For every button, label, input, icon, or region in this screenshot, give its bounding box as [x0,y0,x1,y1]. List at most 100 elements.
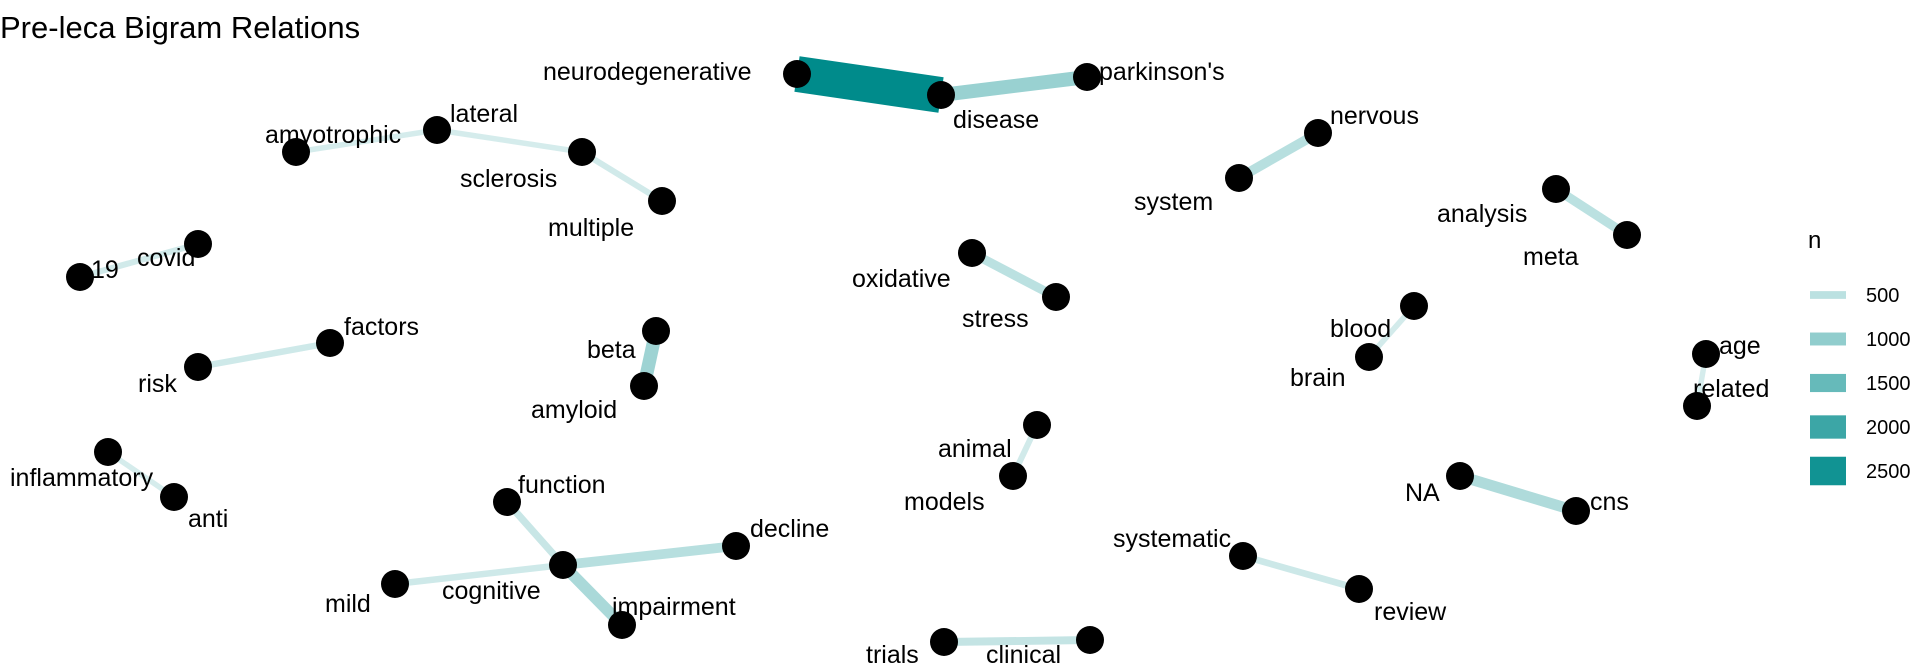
node-lateral [423,116,451,144]
node-label-age: age [1719,332,1761,360]
edge-neurodegenerative-disease [794,56,944,113]
node-trials [930,628,958,656]
node-risk [184,353,212,381]
node-mild [381,570,409,598]
legend-label-2000: 2000 [1866,417,1911,439]
node-label-parkinsons: parkinson's [1099,58,1225,86]
legend-swatch-1500 [1810,373,1846,393]
edge-cognitive-impairment [558,560,627,630]
node-label-neurodegenerative: neurodegenerative [543,58,752,86]
nodes-layer [66,60,1720,656]
node-cns [1562,497,1590,525]
node-label-systematic: systematic [1113,525,1231,553]
node-systematic [1229,542,1257,570]
legend-label-1500: 1500 [1866,373,1911,395]
node-age [1692,340,1720,368]
node-analysis [1542,175,1570,203]
node-label-nervous: nervous [1330,102,1419,130]
node-label-oxidative: oxidative [852,265,951,293]
node-related [1683,392,1711,420]
node-system [1225,164,1253,192]
node-function [493,488,521,516]
edge-covid-n19 [79,241,199,280]
node-label-risk: risk [138,370,177,398]
node-covid [184,230,212,258]
edge-multiple-sclerosis [580,149,664,204]
node-factors [316,329,344,357]
node-animal [1023,411,1051,439]
node-meta [1613,221,1641,249]
edge-parkinsons-disease [940,70,1088,102]
page-title: Pre-leca Bigram Relations [0,10,360,45]
labels-layer: neurodegenerative disease parkinson's amyot… [10,58,1769,669]
edge-systematic-review [1242,552,1360,593]
node-label-animal: animal [938,435,1012,463]
edge-oxidative-stress [969,248,1059,302]
node-label-na: NA [1405,479,1440,507]
legend-entries: 500 1000 1500 2000 2500 [1810,278,1911,488]
node-disease [927,81,955,109]
legend-swatch-500 [1810,291,1846,299]
node-label-meta: meta [1523,243,1579,271]
edge-clinical-trials [943,636,1091,646]
legend-label-2500: 2500 [1866,461,1911,483]
legend-label-500: 500 [1866,285,1899,307]
node-label-mild: mild [325,590,371,618]
edge-mild-cognitive [394,561,564,588]
legend-swatch-1000 [1810,332,1846,346]
node-label-related: related [1693,375,1769,403]
edge-nervous-system [1236,128,1321,183]
node-n19 [66,263,94,291]
edges-layer [79,56,1709,646]
node-parkinsons [1073,63,1101,91]
node-label-impairment: impairment [612,593,736,621]
edge-lateral-sclerosis [436,127,583,155]
node-neurodegenerative [783,60,811,88]
node-label-disease: disease [953,106,1039,134]
legend-label-1000: 1000 [1866,329,1911,351]
node-label-sclerosis: sclerosis [460,165,557,193]
edge-meta-analysis [1553,185,1630,239]
node-models [999,462,1027,490]
legend-swatch-2500 [1810,456,1846,486]
node-label-cns: cns [1590,488,1629,516]
node-sclerosis [568,138,596,166]
node-multiple [648,187,676,215]
legend: n 500 1000 1500 2000 2500 [1808,227,1911,488]
node-label-review: review [1374,598,1447,626]
edge-na-cns [1458,470,1578,517]
node-label-factors: factors [344,313,419,341]
node-label-brain: brain [1290,364,1346,392]
node-nervous [1304,119,1332,147]
legend-title: n [1808,227,1821,254]
edge-cognitive-function [504,499,566,568]
node-inflammatory [94,438,122,466]
node-impairment [608,611,636,639]
node-label-function: function [518,471,606,499]
edge-risk-factors [197,339,331,371]
node-anti [160,483,188,511]
node-label-covid: covid [137,244,195,272]
node-label-beta: beta [587,336,636,364]
node-decline [722,532,750,560]
node-label-anti: anti [188,505,228,533]
node-label-inflammatory: inflammatory [10,464,154,492]
node-label-stress: stress [962,305,1029,333]
node-brain [1355,343,1383,371]
node-label-lateral: lateral [450,100,518,128]
node-label-models: models [904,488,985,516]
node-stress [1042,283,1070,311]
node-label-decline: decline [750,515,829,543]
node-label-analysis: analysis [1437,200,1527,228]
node-label-trials: trials [866,641,919,669]
node-clinical [1076,626,1104,654]
node-label-blood: blood [1330,315,1391,343]
edge-cognitive-decline [562,541,737,570]
node-label-n19: 19 [91,256,119,284]
legend-swatch-2000 [1810,415,1846,439]
node-label-multiple: multiple [548,214,634,242]
node-blood [1400,292,1428,320]
node-amyotrophic [282,138,310,166]
node-label-amyotrophic: amyotrophic [265,121,401,149]
